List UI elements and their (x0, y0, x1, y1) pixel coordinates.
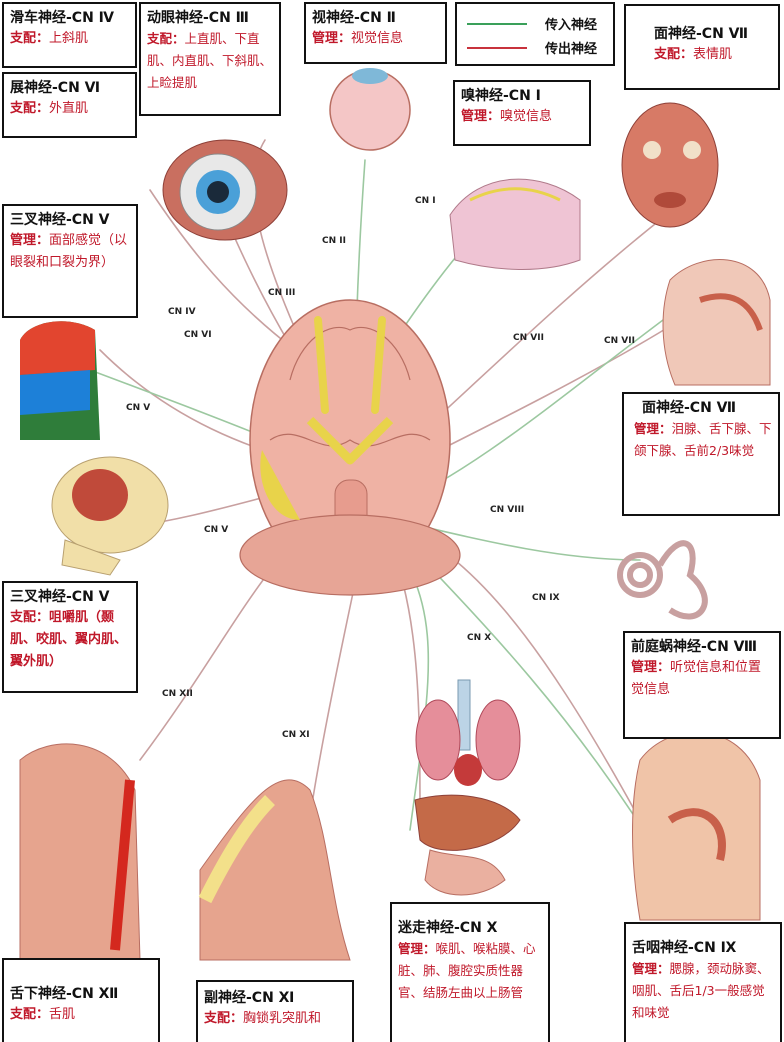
box-title: 三叉神经-CN Ⅴ (10, 212, 110, 228)
nerve-label-cn7b: CN VII (604, 336, 635, 346)
box-title: 面神经-CN Ⅶ (642, 400, 737, 416)
nerve-label-cn10: CN X (467, 633, 492, 643)
box-title: 三叉神经-CN Ⅴ (10, 589, 110, 605)
nerve-label-cn5b: CN V (204, 525, 229, 535)
box-title: 面神经-CN Ⅶ (654, 26, 749, 42)
neck-hypoglossal-illustration (19, 743, 141, 961)
box-desc: 管理：嗅觉信息 (461, 109, 553, 124)
box-title: 滑车神经-CN Ⅳ (10, 10, 115, 26)
thoracic-abdominal-organs-illustration (414, 679, 521, 896)
box-desc: 管理：喉肌、喉粘膜、心脏、肺、腹腔实质性器官、结肠左曲以上肠管 (398, 941, 536, 1000)
box-desc: 支配：外直肌 (10, 101, 89, 116)
box-desc: 支配：上斜肌 (10, 31, 89, 46)
box-trochlear: 滑车神经-CN Ⅳ 支配：上斜肌 (2, 2, 137, 68)
box-abducens: 展神经-CN Ⅵ 支配：外直肌 (2, 72, 137, 138)
box-title: 嗅神经-CN Ⅰ (461, 88, 541, 104)
head-sagittal-glosso-illustration (632, 731, 761, 921)
box-title: 展神经-CN Ⅵ (10, 80, 101, 96)
nerve-label-cn9: CN IX (532, 593, 560, 603)
nerve-label-cn11: CN XI (282, 730, 310, 740)
box-facial-glands: 面神经-CN Ⅶ 管理：泪腺、舌下腺、下颌下腺、舌前2/3味觉 (622, 392, 780, 516)
box-hypoglossal: 舌下神经-CN Ⅻ 支配：舌肌 (2, 958, 160, 1042)
box-title: 视神经-CN Ⅱ (312, 10, 396, 26)
box-accessory: 副神经-CN Ⅺ 支配：胸锁乳突肌和 (196, 980, 354, 1042)
box-desc: 管理：腮腺，颈动脉窦、咽肌、舌后1/3一般感觉和味觉 (632, 961, 770, 1020)
box-desc: 管理：面部感觉（以眼裂和口裂为界） (10, 233, 128, 270)
box-title: 舌下神经-CN Ⅻ (10, 986, 119, 1002)
box-olfactory: 嗅神经-CN Ⅰ 管理：嗅觉信息 (453, 80, 591, 146)
box-trigeminal-motor: 三叉神经-CN Ⅴ 支配：咀嚼肌（颞肌、咬肌、翼内肌、翼外肌） (2, 581, 138, 693)
nasal-cavity-illustration (449, 178, 581, 270)
brain-illustration (239, 299, 461, 596)
neck-shoulder-accessory-illustration (198, 779, 351, 961)
legend-efferent: 传出神经 (467, 38, 617, 58)
nerve-label-cn1: CN I (415, 196, 436, 206)
box-desc: 支配：胸锁乳突肌和 (204, 1011, 322, 1026)
legend-afferent-label: 传入神经 (545, 18, 598, 33)
box-desc: 支配：舌肌 (10, 1007, 76, 1022)
legend-afferent: 传入神经 (467, 14, 617, 34)
box-vestibulocochlear: 前庭蜗神经-CN Ⅷ 管理：听觉信息和位置觉信息 (623, 631, 781, 739)
nerve-label-cn7a: CN VII (513, 333, 544, 343)
box-title: 前庭蜗神经-CN Ⅷ (631, 639, 758, 655)
box-oculomotor: 动眼神经-CN Ⅲ 支配：上直肌、下直肌、内直肌、下斜肌、上睑提肌 (139, 2, 281, 116)
eyeball-optic-illustration (329, 68, 411, 151)
box-glossopharyngeal: 舌咽神经-CN Ⅸ 管理：腮腺，颈动脉窦、咽肌、舌后1/3一般感觉和味觉 (624, 922, 782, 1042)
legend-efferent-line (467, 47, 527, 49)
nerve-label-cn3: CN III (268, 288, 296, 298)
box-title: 动眼神经-CN Ⅲ (147, 10, 249, 26)
skull-illustration (51, 456, 169, 576)
head-dermatome-illustration (20, 321, 100, 440)
nerve-label-cn12: CN XII (162, 689, 193, 699)
legend-afferent-line (467, 23, 527, 25)
box-desc: 支配：表情肌 (654, 47, 733, 62)
nerve-label-cn8: CN VIII (490, 505, 525, 515)
legend: 传入神经 传出神经 (455, 2, 615, 66)
inner-ear-illustration (617, 540, 708, 620)
nerve-label-cn5a: CN V (126, 403, 151, 413)
legend-efferent-label: 传出神经 (545, 42, 598, 57)
box-desc: 支配：上直肌、下直肌、内直肌、下斜肌、上睑提肌 (147, 31, 273, 90)
box-desc: 支配：咀嚼肌（颞肌、咬肌、翼内肌、翼外肌） (10, 610, 128, 669)
box-title: 舌咽神经-CN Ⅸ (632, 940, 737, 956)
face-muscles-illustration (621, 102, 719, 228)
eye-muscles-illustration (162, 139, 288, 241)
box-optic: 视神经-CN Ⅱ 管理：视觉信息 (304, 2, 447, 64)
nerve-label-cn6: CN VI (184, 330, 212, 340)
nerve-label-cn2: CN II (322, 236, 346, 246)
box-title: 迷走神经-CN Ⅹ (398, 920, 498, 936)
box-desc: 管理：泪腺、舌下腺、下颌下腺、舌前2/3味觉 (634, 421, 772, 458)
box-title: 副神经-CN Ⅺ (204, 990, 295, 1006)
head-sagittal-illustration (662, 259, 771, 386)
box-vagus: 迷走神经-CN Ⅹ 管理：喉肌、喉粘膜、心脏、肺、腹腔实质性器官、结肠左曲以上肠… (390, 902, 550, 1042)
box-facial-expression: 面神经-CN Ⅶ 支配：表情肌 (624, 4, 780, 90)
box-desc: 管理：视觉信息 (312, 31, 404, 46)
nerve-label-cn4: CN IV (168, 307, 196, 317)
box-trigeminal-sensory: 三叉神经-CN Ⅴ 管理：面部感觉（以眼裂和口裂为界） (2, 204, 138, 318)
box-desc: 管理：听觉信息和位置觉信息 (631, 660, 762, 697)
